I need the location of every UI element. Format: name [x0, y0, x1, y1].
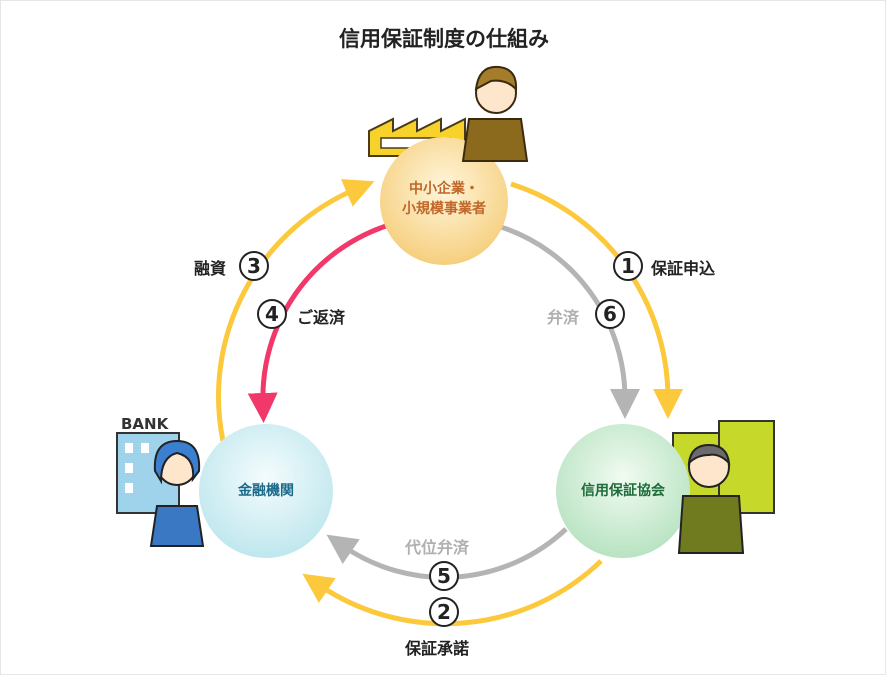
step-2-label: 保証承諾 — [405, 639, 470, 658]
node-guarantee: 信用保証協会 — [581, 483, 665, 499]
step-6-label: 弁済 — [547, 308, 580, 327]
step-1-label: 保証申込 — [651, 259, 716, 278]
step-3-number: 3 — [239, 251, 269, 281]
step-4-number: 4 — [257, 299, 287, 329]
node-business-line2: 小規模事業者 — [402, 201, 486, 217]
node-guarantee-circle — [556, 424, 690, 558]
arrow-approval — [302, 559, 603, 627]
businessman-icon — [461, 65, 529, 162]
step-3-label: 融資 — [194, 259, 227, 278]
node-bank-circle — [199, 424, 333, 558]
step-6-number: 6 — [595, 299, 625, 329]
bank-building-icon — [116, 432, 180, 514]
bank-clerk-icon — [149, 439, 205, 547]
arrow-reimbursement — [500, 224, 641, 419]
node-bank: 金融機関 — [238, 483, 294, 499]
step-5-label: 代位弁済 — [405, 538, 470, 557]
step-1-number: 1 — [613, 251, 643, 281]
step-5-number: 5 — [429, 561, 459, 591]
node-business-line1: 中小企業・ — [409, 181, 479, 197]
node-business: 中小企業・ 小規模事業者 — [384, 179, 504, 219]
arrow-repayment — [247, 223, 387, 423]
page-title: 信用保証制度の仕組み — [339, 27, 549, 51]
node-business-circle — [380, 137, 508, 265]
step-2-number: 2 — [429, 597, 459, 627]
step-4-label: ご返済 — [297, 308, 346, 327]
arrow-loan — [216, 179, 375, 442]
bank-sign: BANK — [121, 415, 169, 433]
guarantee-officer-icon — [677, 443, 745, 554]
